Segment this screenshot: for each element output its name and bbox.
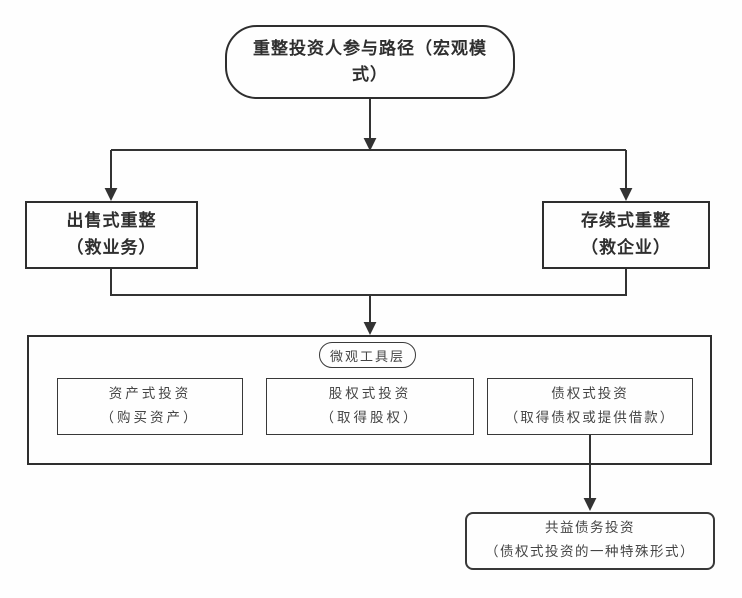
arrowhead-survival [619,188,633,201]
node-sale-label-line1: 出售式重整 [66,210,157,231]
node-survival-label-line2: （救企业） [581,238,671,258]
node-asset-investment: 资产式投资 （购买资产） [57,378,243,435]
node-debt-label-line1: 债权式投资 [551,385,629,402]
node-survival-restructuring: 存续式重整 （救企业） [542,201,710,269]
arrowhead-sale [104,188,118,201]
node-root-label-line1: 重整投资人参与路径（宏观模 [253,38,487,59]
node-survival-label-line1: 存续式重整 [581,210,671,231]
arrowhead-special [583,498,597,511]
node-equity-investment: 股权式投资 （取得股权） [266,378,474,435]
node-asset-label-line2: （购买资产） [100,409,200,426]
node-equity-label-line2: （取得股权） [320,409,420,426]
micro-tool-layer-label: 微观工具层 [319,342,416,368]
arrowhead-root [363,138,377,151]
micro-tool-layer-label-text: 微观工具层 [329,349,405,365]
node-sale-label-line2: （救业务） [66,238,157,258]
node-debt-label-line2: （取得债权或提供借款） [504,409,676,426]
node-asset-label-line1: 资产式投资 [108,385,192,402]
node-common-benefit-debt-investment: 共益债务投资 （债权式投资的一种特殊形式） [465,512,715,570]
micro-tool-layer-container [27,335,712,465]
node-sale-restructuring: 出售式重整 （救业务） [25,201,198,269]
node-equity-label-line1: 股权式投资 [328,385,412,402]
node-root-label-line2: 式） [352,65,388,85]
node-special-label-line1: 共益债务投资 [545,520,635,537]
node-special-label-line2: （债权式投资的一种特殊形式） [485,544,695,560]
node-root: 重整投资人参与路径（宏观模 式） [225,25,515,99]
node-debt-investment: 债权式投资 （取得债权或提供借款） [487,378,693,435]
arrowhead-container [363,322,377,335]
